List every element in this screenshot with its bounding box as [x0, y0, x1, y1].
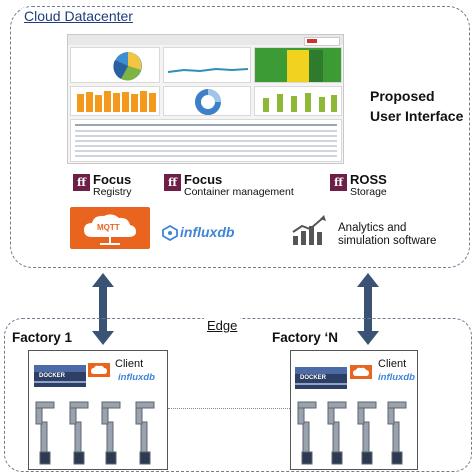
focus-container-name: Focus	[184, 172, 223, 187]
factoryN-docker-label: DOCKER	[300, 375, 327, 381]
analytics-chart-icon	[290, 214, 330, 251]
ross-storage-logo-icon: ff	[330, 174, 347, 191]
proposed-ui-label: Proposed User Interface	[370, 86, 463, 126]
focus-registry-logo-icon: ff	[73, 174, 90, 191]
arrow-cloud-factoryN	[357, 273, 379, 350]
focus-registry-sub: Registry	[93, 186, 132, 198]
ross-name: ROSS	[350, 172, 387, 187]
dashboard-pie-panel	[70, 47, 160, 83]
dashboard-green-bar-panel	[254, 86, 342, 116]
dashboard-table-panel	[70, 119, 342, 162]
factory1-mqtt-icon	[88, 363, 110, 377]
factory1-robot-arms-icon	[35, 401, 155, 465]
factory1-docker-label: DOCKER	[39, 373, 66, 379]
dashboard-donut-panel	[163, 86, 251, 116]
analytics-label-line1: Analytics and	[338, 222, 407, 234]
analytics-label: Analytics and simulation software	[338, 222, 436, 248]
factoryN-influxdb-label: influxdb	[378, 372, 415, 383]
edge-label: Edge	[204, 318, 241, 333]
factory1-title: Factory 1	[12, 330, 73, 345]
influxdb-cloud-icon	[162, 224, 178, 246]
factoryN-docker-server: DOCKER	[295, 367, 347, 389]
focus-container-sub: Container management	[184, 186, 294, 198]
proposed-ui-label-line1: Proposed	[370, 88, 435, 104]
dashboard-screenshot	[67, 34, 344, 164]
factory1-docker-server: DOCKER	[34, 365, 86, 387]
dashboard-heat-panel	[254, 47, 342, 83]
cloud-datacenter-box	[10, 6, 470, 268]
mqtt-logo: MQTT	[70, 207, 150, 249]
proposed-ui-label-line2: User Interface	[370, 108, 464, 124]
factory1-influxdb-label: influxdb	[118, 372, 155, 383]
factory1-client-label: Client	[115, 358, 144, 370]
analytics-label-line2: simulation software	[338, 235, 437, 247]
factoryN-robot-arms-icon	[297, 401, 407, 465]
focus-container-logo-icon: ff	[164, 174, 181, 191]
dashboard-brand-logo	[304, 37, 340, 46]
arrow-cloud-factory1	[92, 273, 114, 350]
mqtt-logo-text: MQTT	[97, 223, 120, 232]
factoryN-client-label: Client	[378, 358, 407, 370]
factoryN-mqtt-icon	[350, 365, 372, 379]
cloud-datacenter-title: Cloud Datacenter	[22, 8, 135, 24]
dashboard-line-panel	[163, 47, 251, 83]
dashboard-header-bar	[68, 35, 343, 45]
edge-connector-line	[168, 408, 296, 409]
ross-sub: Storage	[350, 186, 387, 198]
influxdb-cloud-label: influxdb	[180, 224, 235, 240]
factoryN-title: Factory ‘N	[272, 330, 339, 345]
dashboard-bar-panel	[70, 86, 160, 116]
focus-registry-name: Focus	[93, 172, 132, 187]
